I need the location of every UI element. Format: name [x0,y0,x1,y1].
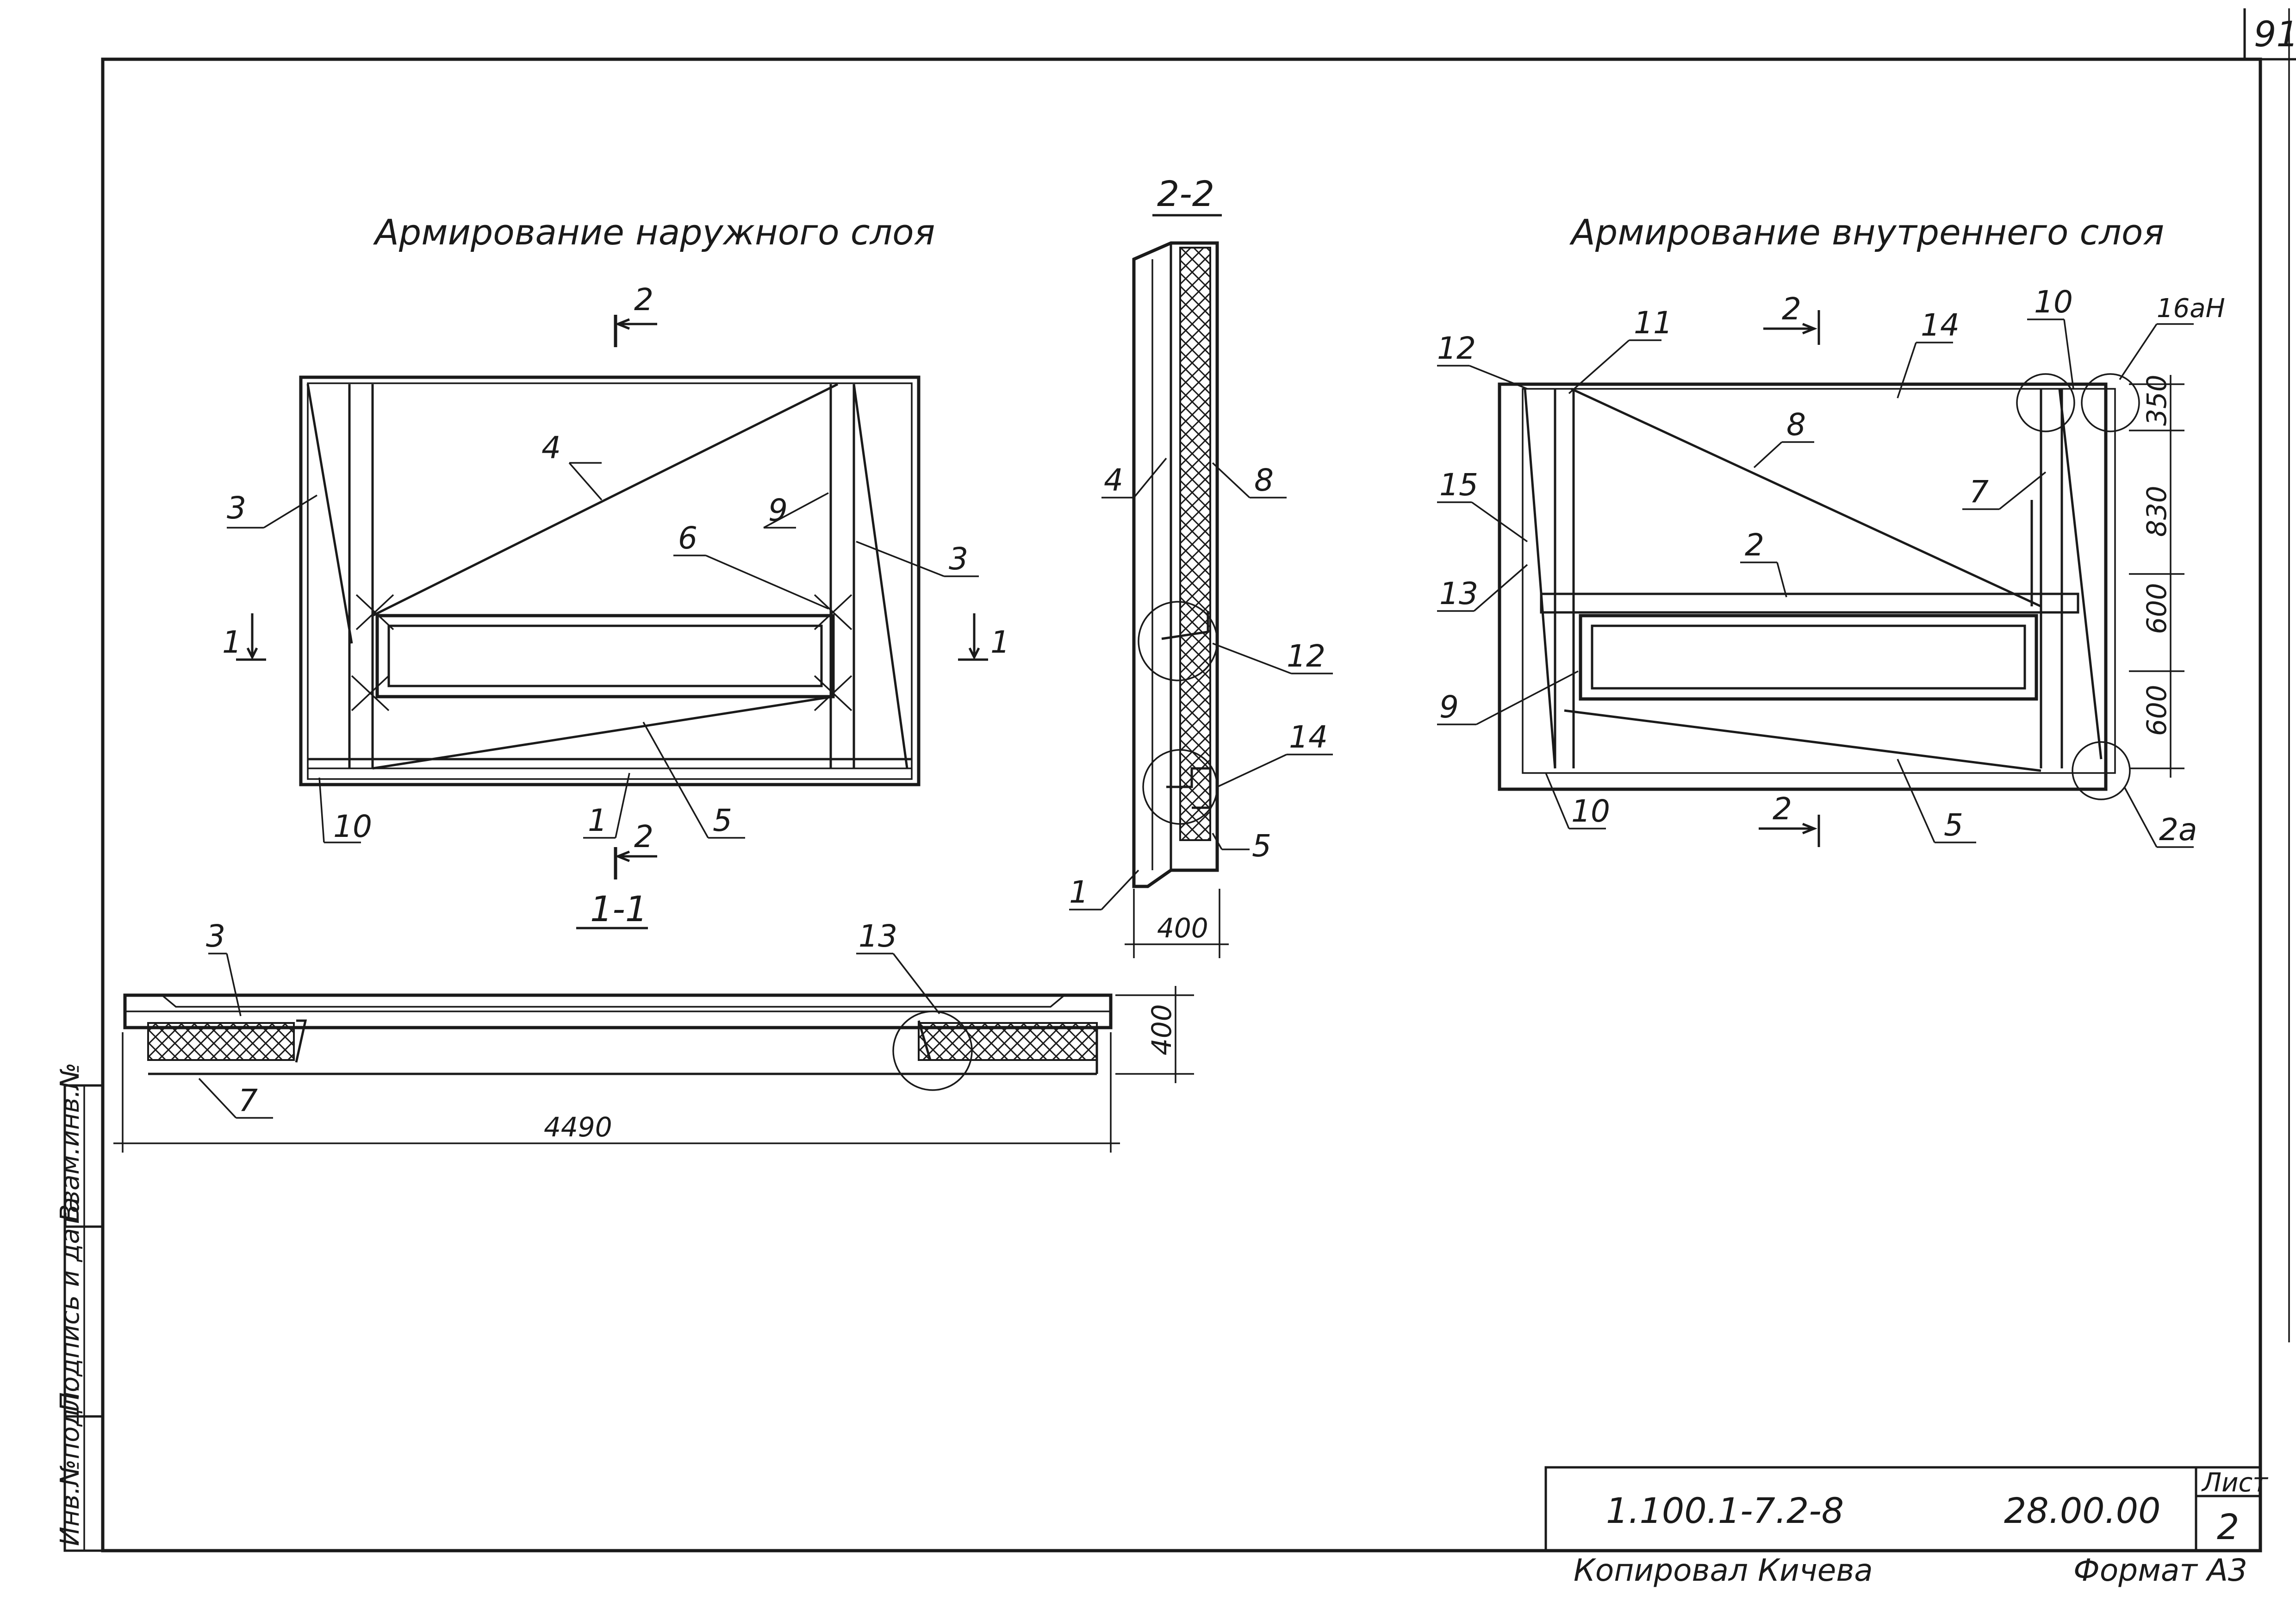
section-1-1-callout-3: 3 [206,918,225,954]
section-callout-1: 1 [1069,874,1089,910]
inner-callout-12: 12 [1437,330,1476,366]
section-callout-12: 12 [1287,638,1325,674]
section-1-1-dim-400: 400 [1146,1004,1177,1055]
stamp-cell-inv-podl: Инв.№подл. [55,1384,85,1546]
outer-section-mark-1-right: 1 [990,624,1010,660]
section-1-1-dim-4490: 4490 [544,1111,612,1143]
inner-dim-600-upper: 600 [2141,583,2172,634]
inner-callout-16aH: 16аН [2157,293,2225,324]
section-1-1-callout-13: 13 [859,918,897,954]
section-2-2-title: 2-2 [1157,173,1214,214]
outer-callout-3-right: 3 [949,541,968,577]
section-1-1-title: 1-1 [590,888,647,929]
section-1-1-callout-7: 7 [238,1083,258,1118]
outer-callout-4: 4 [541,430,561,466]
outer-section-mark-2-bottom: 2 [634,819,653,854]
inner-layer-title: Армирование внутреннего слоя [1569,212,2164,253]
outer-layer-title: Армирование наружного слоя [373,212,935,253]
section-1-1-view: 1-1 400 4490 3 13 7 [113,888,1194,1153]
side-stamp: Инв.№подл. Подпись и дата Взам.инв.№ [55,1062,104,1552]
outer-callout-6: 6 [678,520,697,556]
stamp-cell-vzam-inv: Взам.инв.№ [55,1062,85,1222]
inner-callout-13: 13 [1439,576,1478,611]
sheet-label: Лист [2201,1468,2268,1498]
copied-by: Копировал Кичева [1574,1553,1873,1588]
inner-callout-14: 14 [1921,307,1960,343]
inner-dim-350: 350 [2141,374,2172,426]
title-block: 1.100.1-7.2-8 28.00.00 Лист 2 Копировал … [1544,1466,2268,1588]
section-callout-4: 4 [1104,462,1123,498]
section-2-2-view: 2-2 400 4 8 12 14 1 5 [1069,173,1333,958]
inner-section-mark-2-bottom: 2 [1773,791,1792,827]
inner-callout-2a: 2а [2159,812,2197,848]
sheet-number: 2 [2217,1506,2239,1547]
section-2-2-dimension: 400 [1157,912,1208,944]
outer-layer-view: Армирование наружного слоя 2 2 1 [222,212,1010,879]
stamp-cell-signature-date: Подпись и дата [55,1197,85,1412]
document-date: 28.00.00 [2004,1490,2160,1531]
outer-section-mark-2-top: 2 [634,282,653,318]
inner-callout-9: 9 [1439,689,1459,725]
section-callout-8: 8 [1254,462,1274,498]
outer-callout-9: 9 [768,493,788,528]
inner-callout-2: 2 [1745,527,1764,563]
corner-number-text: 91 [2254,13,2296,55]
inner-callout-15: 15 [1439,467,1478,503]
inner-callout-11: 11 [1634,305,1673,341]
outer-callout-5: 5 [713,803,732,838]
inner-callout-7: 7 [1969,474,1989,510]
document-code: 1.100.1-7.2-8 [1606,1490,1844,1531]
inner-callout-8: 8 [1786,407,1806,443]
inner-section-mark-2-top: 2 [1782,291,1801,327]
inner-callout-5: 5 [1944,807,1963,843]
section-callout-14: 14 [1289,719,1328,755]
format-label: Формат А3 [2073,1553,2247,1588]
inner-dim-830: 830 [2141,486,2172,537]
inner-callout-10-bottom: 10 [1571,793,1610,829]
outer-callout-1: 1 [588,803,607,838]
drawing-frame [101,57,2262,1553]
outer-callout-10: 10 [333,809,372,844]
outer-callout-3-left: 3 [227,490,246,526]
inner-layer-view: Армирование внутреннего слоя 350 830 600… [1437,212,2225,848]
section-callout-5: 5 [1252,828,1271,864]
inner-callout-10-top: 10 [2034,284,2073,320]
corner-sheet-number: 91 [2243,8,2296,1342]
outer-section-mark-1-left: 1 [222,624,242,660]
inner-dim-600-lower: 600 [2141,685,2172,736]
